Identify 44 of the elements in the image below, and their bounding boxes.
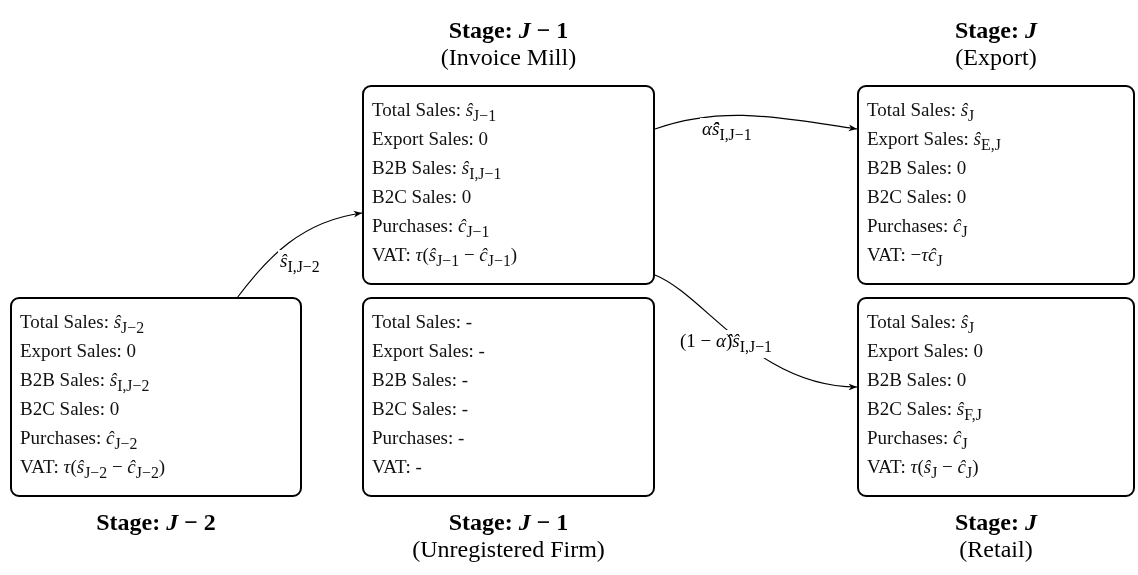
stage-subtitle: (Retail) bbox=[959, 536, 1033, 563]
account-line: Total Sales: ŝ$_{J−2}$ bbox=[20, 310, 146, 336]
account-line: VAT: −τĉ$_{J}$ bbox=[867, 243, 944, 269]
account-line: Purchases: ĉ$_{J}$ bbox=[867, 214, 969, 240]
account-line: B2C Sales: ŝ$_{F,J}$ bbox=[867, 397, 983, 423]
account-line: Export Sales: 0 bbox=[867, 339, 985, 363]
edge-label: α̂ŝ$_{I,J−1}$ bbox=[700, 118, 754, 146]
account-line: Purchases: ĉ$_{J−1}$ bbox=[372, 214, 491, 240]
account-line: Total Sales: ŝ$_{J}$ bbox=[867, 310, 976, 336]
account-line: B2B Sales: ŝ$_{I,J−2}$ bbox=[20, 368, 151, 394]
account-line: Purchases: - bbox=[372, 426, 466, 450]
account-line: B2B Sales: 0 bbox=[867, 368, 968, 392]
account-line: Export Sales: 0 bbox=[20, 339, 138, 363]
account-line: Purchases: ĉ$_{J}$ bbox=[867, 426, 969, 452]
account-line: B2C Sales: 0 bbox=[372, 185, 473, 209]
stage-heading: Stage: J bbox=[955, 509, 1037, 536]
stage-heading: Stage: J − 1 bbox=[448, 17, 569, 44]
stage-heading: Stage: J bbox=[955, 17, 1037, 44]
account-line: B2B Sales: ŝ$_{I,J−1}$ bbox=[372, 156, 503, 182]
account-line: Export Sales: 0 bbox=[372, 127, 490, 151]
edge-label: ŝ$_{I,J−2}$ bbox=[278, 250, 322, 278]
account-line: Export Sales: - bbox=[372, 339, 486, 363]
account-line: Total Sales: ŝ$_{J}$ bbox=[867, 98, 976, 124]
account-line: B2C Sales: - bbox=[372, 397, 470, 421]
edge-label: (1 − α̂)ŝ$_{I,J−1}$ bbox=[678, 330, 774, 358]
stage-subtitle: (Export) bbox=[955, 44, 1037, 71]
arrow bbox=[237, 211, 363, 298]
account-line: VAT: τ(ŝ$_{J}$ − ĉ$_{J}$) bbox=[867, 455, 980, 481]
account-line: Total Sales: ŝ$_{J−1}$ bbox=[372, 98, 498, 124]
stage-subtitle: (Invoice Mill) bbox=[440, 44, 577, 71]
account-line: Total Sales: - bbox=[372, 310, 473, 334]
account-line: VAT: τ(ŝ$_{J−1}$ − ĉ$_{J−1}$) bbox=[372, 243, 519, 269]
account-line: Export Sales: ŝ$_{E,J}$ bbox=[867, 127, 1002, 153]
account-line: B2B Sales: 0 bbox=[867, 156, 968, 180]
arrow bbox=[654, 114, 858, 132]
account-line: VAT: τ(ŝ$_{J−2}$ − ĉ$_{J−2}$) bbox=[20, 455, 167, 481]
stage-heading: Stage: J − 1 bbox=[448, 509, 569, 536]
account-line: B2B Sales: - bbox=[372, 368, 470, 392]
account-line: Purchases: ĉ$_{J−2}$ bbox=[20, 426, 139, 452]
stage-subtitle: (Unregistered Firm) bbox=[412, 536, 605, 563]
account-line: B2C Sales: 0 bbox=[20, 397, 121, 421]
stage-heading: Stage: J − 2 bbox=[96, 509, 216, 536]
account-line: B2C Sales: 0 bbox=[867, 185, 968, 209]
account-line: VAT: - bbox=[372, 455, 423, 479]
